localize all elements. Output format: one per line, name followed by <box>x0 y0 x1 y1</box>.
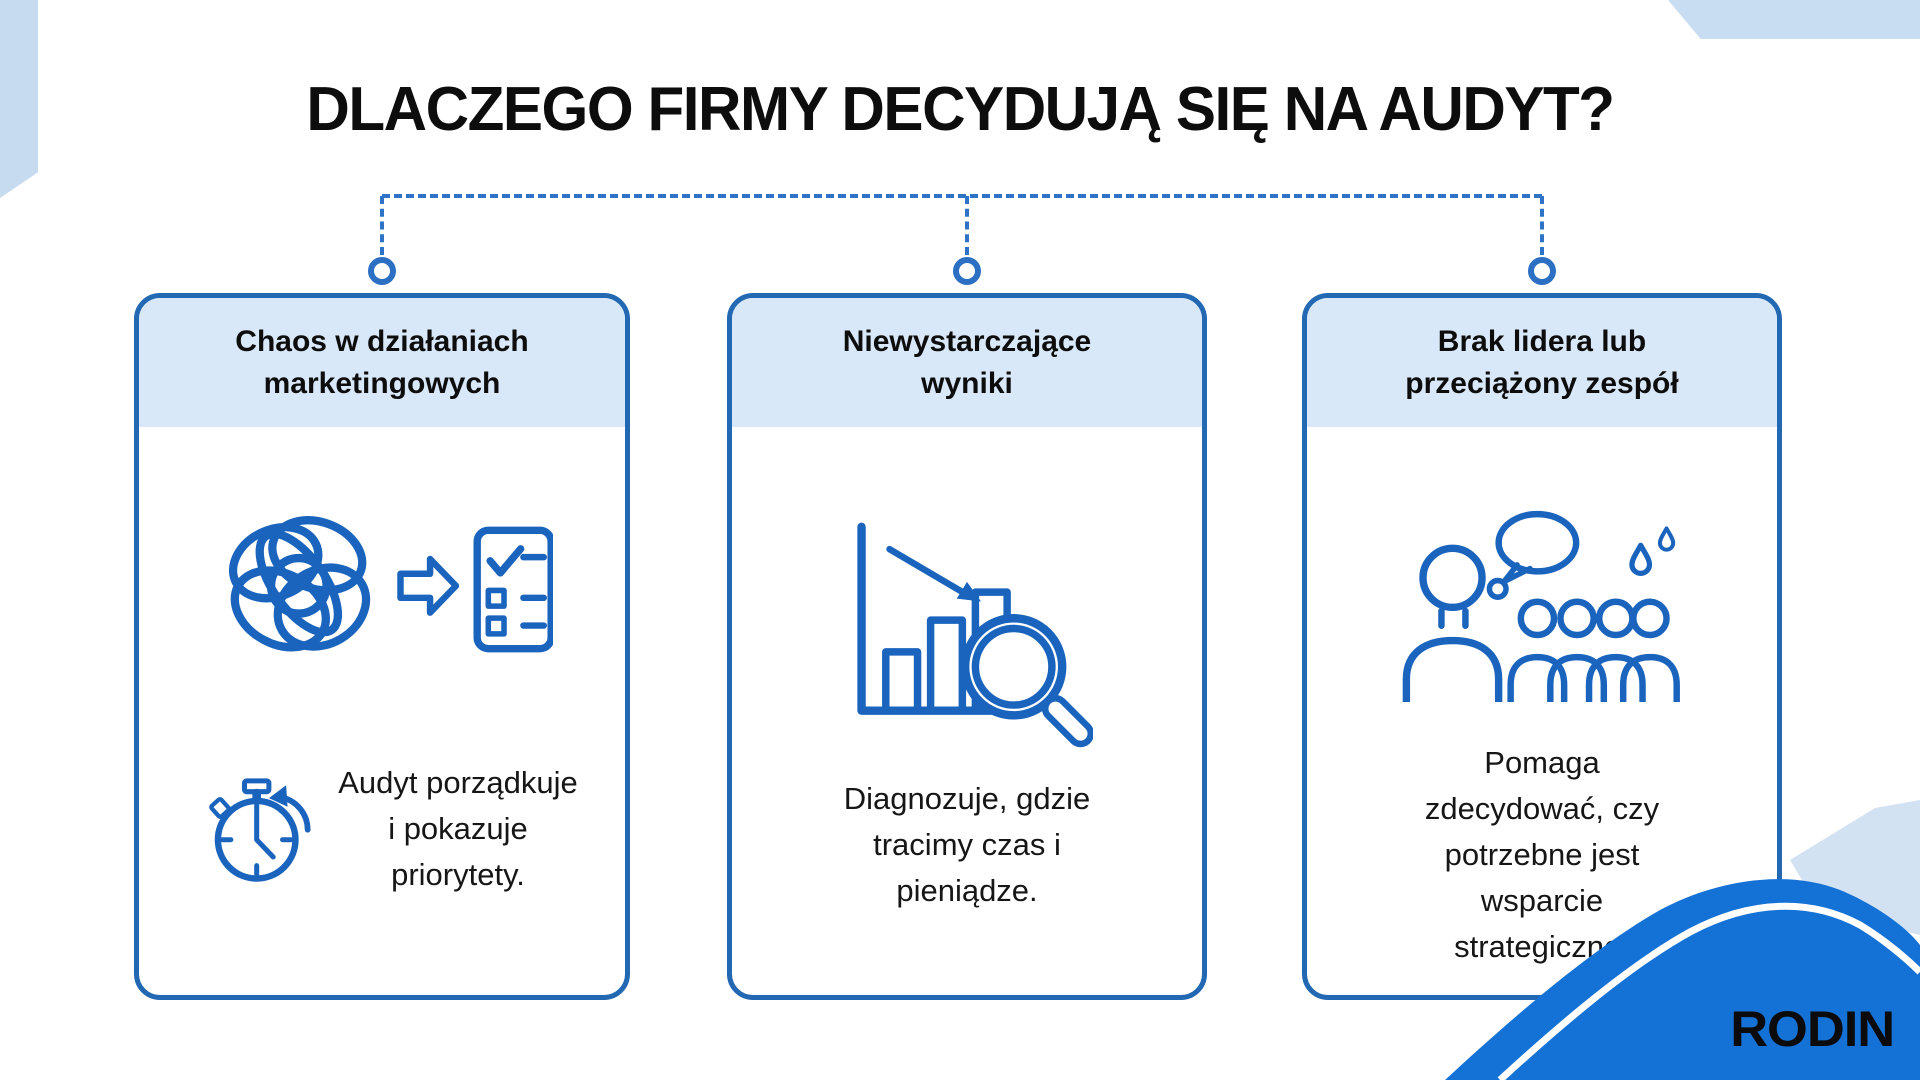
connector-vertical-dashed-line <box>1540 196 1544 255</box>
card-body-text: Audyt porządkuje i pokazuje priorytety. <box>338 765 578 892</box>
corner-decoration-top-right <box>1668 0 1920 39</box>
card-header: Brak lidera lub przeciążony zespół <box>1307 298 1777 427</box>
connector-circle-node <box>368 257 396 285</box>
card-header-line: marketingowych <box>263 366 501 400</box>
card-body-text: Pomaga zdecydować, czy potrzebne jest ws… <box>1424 745 1660 964</box>
connector-horizontal-dashed-line <box>382 194 1542 198</box>
brand-wave-corner: RODIN <box>1360 720 1920 1080</box>
tangled-knot-to-checklist-icon <box>228 516 553 653</box>
card-chaos-marketing: Chaos w działaniach marketingowych <box>134 293 630 1000</box>
connector-vertical-dashed-line <box>380 196 384 255</box>
card-header-line: przeciążony zespół <box>1405 366 1679 400</box>
page-title: DLACZEGO FIRMY DECYDUJĄ SIĘ NA AUDYT? <box>306 74 1615 144</box>
card-footnote-row: Audyt porządkuje i pokazuje priorytety. <box>163 760 615 898</box>
card-body-text: Diagnozuje, gdzie tracimy czas i pieniąd… <box>843 781 1091 908</box>
card-header-line: Niewystarczające <box>842 324 1092 358</box>
corner-decoration-top-left <box>0 0 38 198</box>
card-header-line: Chaos w działaniach <box>235 324 529 358</box>
card-no-leader-overloaded-team: Brak lidera lub przeciążony zespół <box>1302 293 1782 1000</box>
card-insufficient-results: Niewystarczające wyniki Diagnozuje, gdzi… <box>727 293 1207 1000</box>
declining-bar-chart-with-magnifier-icon <box>857 522 1093 748</box>
stopwatch-icon <box>209 778 311 882</box>
connector-vertical-dashed-line <box>965 196 969 255</box>
connector-circle-node <box>953 257 981 285</box>
wave-shape <box>1445 800 1920 1080</box>
card-header: Niewystarczające wyniki <box>732 298 1202 427</box>
card-header-line: wyniki <box>921 366 1013 400</box>
overloaded-team-speech-bubble-icon <box>1402 510 1680 703</box>
card-header: Chaos w działaniach marketingowych <box>139 298 625 427</box>
card-header-line: Brak lidera lub <box>1437 324 1647 358</box>
connector-circle-node <box>1528 257 1556 285</box>
brand-logo: RODIN <box>1730 1001 1895 1057</box>
